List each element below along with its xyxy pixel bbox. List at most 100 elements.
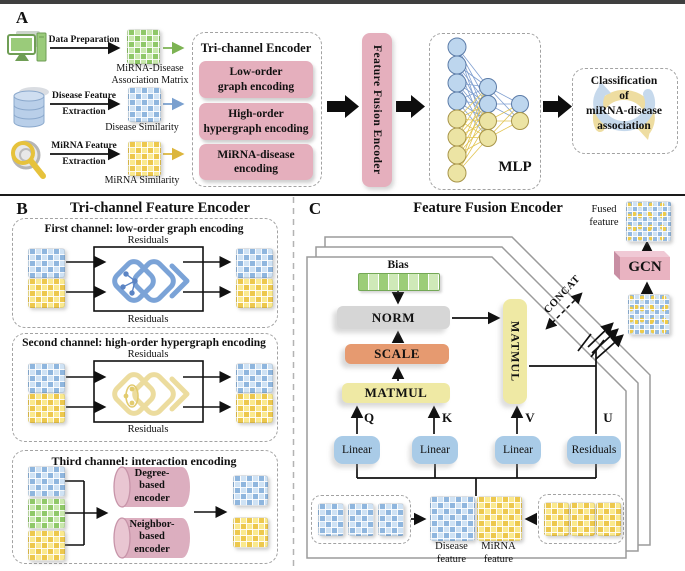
mirna-similarity-matrix xyxy=(128,141,161,176)
matrix xyxy=(28,363,65,393)
mlp-box xyxy=(429,33,541,190)
neighbor-encoder-label: Neighbor- based encoder xyxy=(129,519,175,555)
disease-similarity-caption: Disease Similarity xyxy=(105,122,179,133)
residuals-label-1-bottom: Residuals xyxy=(127,314,169,325)
mirna-matrices-group-box xyxy=(538,494,624,544)
cycle-arrows-icon xyxy=(592,81,656,140)
panel-a-label: A xyxy=(15,8,29,27)
u-label: U xyxy=(603,410,613,425)
residuals-label-2-bottom: Residuals xyxy=(127,424,169,435)
k-label: K xyxy=(441,410,453,425)
bias-vector xyxy=(358,273,440,291)
panel-separator-line xyxy=(0,194,685,196)
matrix xyxy=(318,503,344,536)
concat-arrow xyxy=(545,292,583,330)
matrix xyxy=(236,363,273,393)
association-matrix-caption: MiRNA-Disease Association Matrix xyxy=(111,63,189,86)
tri-channel-encoder-box xyxy=(192,32,322,187)
extraction-label-2: Extraction xyxy=(62,157,106,167)
first-channel-box xyxy=(12,218,278,328)
fused-feature-caption: Fused feature xyxy=(589,204,619,228)
tri-channel-encoder-title: Tri-channel Encoder xyxy=(200,41,312,55)
neighbor-encoder-cylinder xyxy=(113,517,190,559)
third-channel-title: Third channel: interaction encoding xyxy=(51,454,237,468)
second-channel-box xyxy=(12,333,278,442)
matrix xyxy=(596,502,621,536)
third-channel-box xyxy=(12,450,278,564)
data-preparation-label: Data Preparation xyxy=(48,35,120,45)
first-channel-title: First channel: low-order graph encoding xyxy=(44,223,244,235)
feature-fusion-encoder-bar: Feature Fusion Encoder xyxy=(362,33,392,187)
low-order-graph-encoding-box: Low-order graph encoding xyxy=(199,61,313,98)
mlp-label: MLP xyxy=(498,159,532,175)
scale-box: SCALE xyxy=(345,344,449,364)
block-arrows xyxy=(327,95,572,118)
panel-a-arrows xyxy=(50,41,121,161)
matrix xyxy=(28,248,65,278)
matrix xyxy=(233,475,268,506)
classification-box xyxy=(572,68,678,154)
mirna-feature-caption: MiRNA feature xyxy=(481,541,516,565)
disease-feature-label: Disease Feature xyxy=(52,91,116,101)
mirna-feature-matrix xyxy=(477,496,522,541)
matrix xyxy=(236,248,273,278)
graph-encoder-icon xyxy=(112,259,190,303)
panel-c-title: Feature Fusion Encoder xyxy=(413,200,563,216)
matrix xyxy=(28,530,65,561)
disease-feature-caption: Disease feature xyxy=(435,541,468,565)
fused-feature-matrix xyxy=(626,201,671,242)
linear-box-q: Linear xyxy=(334,436,380,464)
panel-b-title: Tri-channel Feature Encoder xyxy=(70,200,250,216)
computer-icon xyxy=(7,31,47,62)
extraction-label-1: Extraction xyxy=(62,107,106,117)
matrix xyxy=(28,466,65,497)
channel1-lines xyxy=(66,246,232,312)
panel-c-label: C xyxy=(308,199,322,218)
matrix xyxy=(236,393,273,423)
q-label: Q xyxy=(363,410,375,425)
high-order-hypergraph-encoding-box: High-order hypergraph encoding xyxy=(199,103,313,140)
matrix xyxy=(233,517,268,548)
concat-feature-matrix xyxy=(628,294,670,335)
channel3-lines xyxy=(64,480,228,546)
residuals-label-1-top: Residuals xyxy=(127,235,169,246)
degree-encoder-cylinder xyxy=(113,466,190,508)
association-matrix xyxy=(127,29,160,64)
norm-box: NORM xyxy=(337,306,450,329)
matrix xyxy=(28,498,65,529)
disease-similarity-matrix xyxy=(128,87,161,122)
second-channel-title: Second channel: high-order hypergraph en… xyxy=(22,337,266,349)
matrix xyxy=(28,278,65,308)
mirna-feature-label: MiRNA Feature xyxy=(51,141,117,151)
linear-box-v: Linear xyxy=(495,436,541,464)
matrix xyxy=(378,503,404,536)
mirna-disease-encoding-box: MiRNA-disease encoding xyxy=(199,144,313,180)
residuals-label-2-top: Residuals xyxy=(127,349,169,360)
matrix xyxy=(236,278,273,308)
disease-matrices-group-box xyxy=(311,495,411,544)
panel-c-lines xyxy=(350,240,654,526)
hypergraph-encoder-icon xyxy=(112,372,190,416)
matrix xyxy=(544,502,569,536)
matmul-vertical-box: MATMUL xyxy=(503,299,527,404)
linear-box-k: Linear xyxy=(412,436,458,464)
degree-encoder-label: Degree- based encoder xyxy=(134,468,170,504)
matrix xyxy=(348,503,374,536)
mlp-network xyxy=(447,37,529,183)
bias-label: Bias xyxy=(387,259,409,271)
matmul-box: MATMUL xyxy=(342,383,450,403)
v-label: V xyxy=(525,410,535,425)
magnifier-icon xyxy=(11,140,46,179)
matrix xyxy=(28,393,65,423)
classification-text: Classification of miRNA-disease associat… xyxy=(585,75,663,132)
panel-b-label: B xyxy=(16,199,28,218)
mirna-similarity-caption: MiRNA Similarity xyxy=(104,175,180,186)
database-icon xyxy=(13,87,49,128)
channel2-lines xyxy=(66,360,232,423)
top-border-bar xyxy=(0,0,685,4)
gcn-label: GCN xyxy=(628,259,662,275)
disease-feature-matrix xyxy=(430,496,475,541)
gcn-box-3d xyxy=(614,251,670,280)
